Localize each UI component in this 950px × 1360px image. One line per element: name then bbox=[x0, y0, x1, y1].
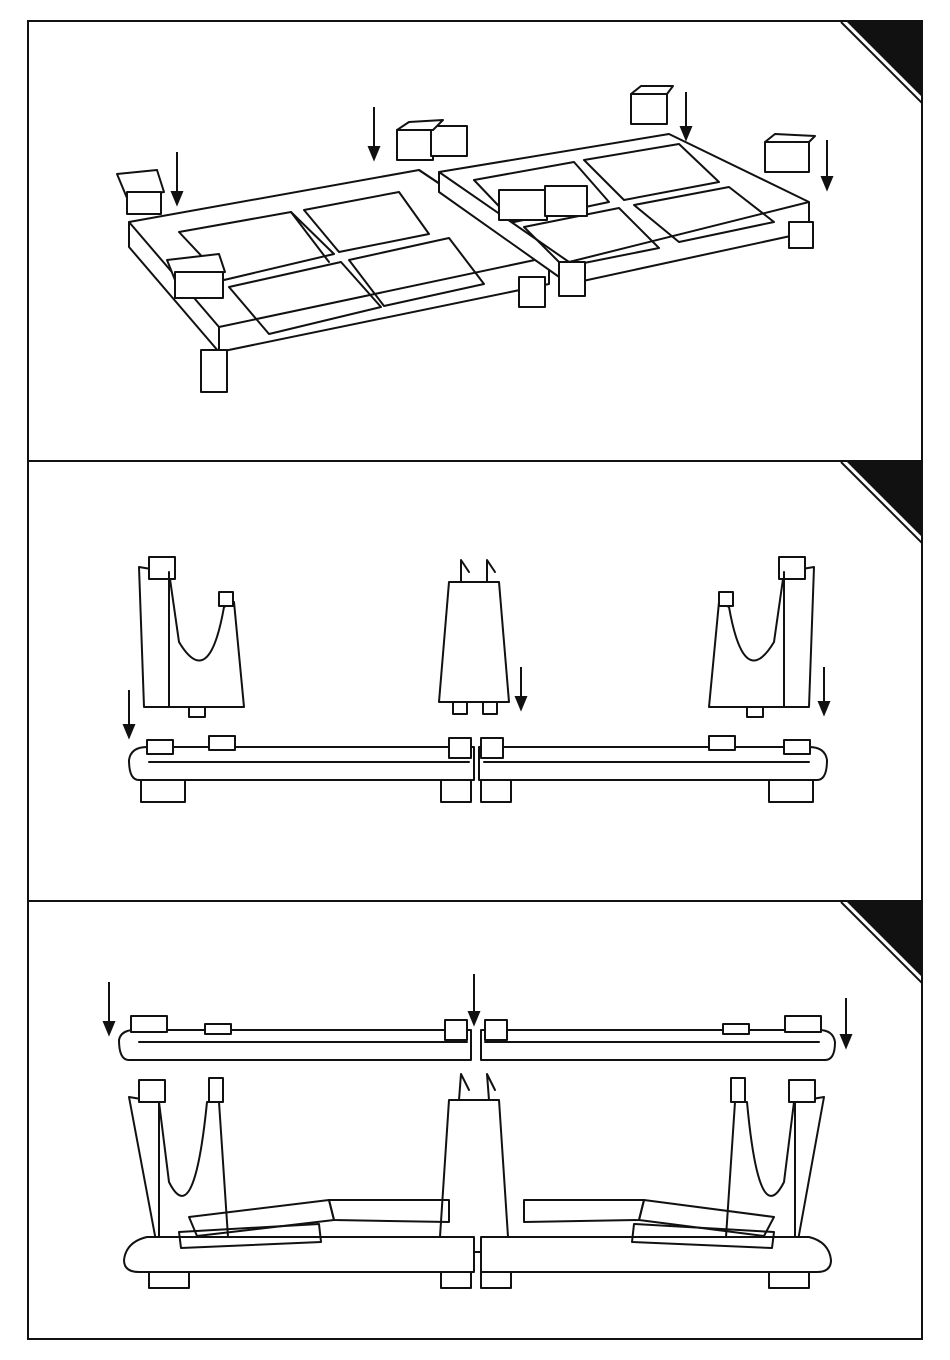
step-2-illustration bbox=[29, 462, 923, 902]
step-3-illustration bbox=[29, 902, 923, 1340]
top-shelf bbox=[119, 1016, 835, 1060]
loose-foot-3 bbox=[631, 86, 673, 124]
upright-right bbox=[709, 557, 814, 717]
loose-foot-1 bbox=[117, 170, 164, 214]
step-panel-3 bbox=[27, 900, 923, 1340]
loose-foot-4 bbox=[765, 134, 815, 172]
loose-foot-2 bbox=[167, 254, 225, 298]
step-1-illustration bbox=[29, 22, 923, 462]
upright-left bbox=[139, 557, 244, 717]
loose-foot-pair-center bbox=[397, 120, 467, 160]
loose-foot-pair-middle bbox=[499, 186, 587, 220]
upright-center bbox=[439, 1074, 509, 1252]
step-panel-1 bbox=[27, 20, 923, 462]
upright-center bbox=[439, 560, 509, 714]
step-marker-triangle bbox=[847, 462, 923, 540]
step-marker-triangle bbox=[847, 22, 923, 100]
step-panel-2 bbox=[27, 460, 923, 902]
assembled-base bbox=[129, 736, 827, 802]
step-marker-triangle bbox=[847, 902, 923, 980]
